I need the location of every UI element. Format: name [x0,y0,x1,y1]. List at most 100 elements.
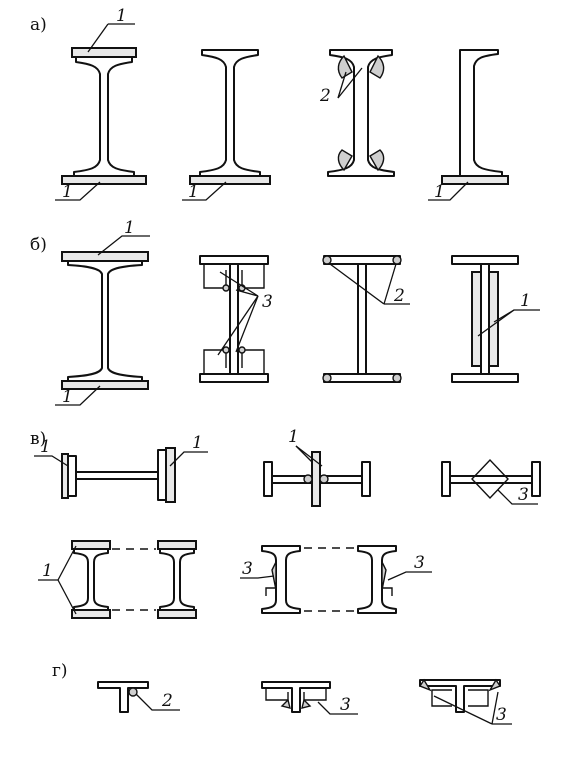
g3-tee-channels: 3 [418,678,512,725]
v1-left-flange [67,455,77,497]
g1-tee [97,681,149,713]
v1-web [75,471,159,480]
a2-ibeam [199,49,261,177]
b3-leader-2 [383,263,397,305]
a3-weld-tl [337,54,353,79]
b1-label-top: 1 [124,218,135,238]
v4-top-plate-right [157,540,197,550]
b3-label: 2 [393,286,405,306]
section-label-a: а) [30,15,47,35]
v1-label-right: 1 [192,433,203,453]
g3-channel-left [431,689,452,707]
b4-leader-2 [493,309,540,323]
a2-ibeam-bottom-plate: 1 [182,49,271,202]
b2-leader-4 [217,295,259,356]
a4-channel-profile [459,49,503,177]
b4-top-flange [451,255,519,265]
v3-leader [497,489,538,505]
b2-weld-1 [222,284,230,292]
v1-leader-right [169,451,208,467]
g2-weld-right [301,698,312,709]
b3-weld-br [392,373,402,383]
g3-channel-right [468,689,489,707]
a4-channel: 1 [428,49,509,202]
v2-weld-right [319,474,329,484]
a1-ibeam [73,56,135,177]
v3-web [449,475,533,484]
b2-leader-2 [235,289,259,297]
b1-leader-bottom [55,385,101,406]
v5-ibeam-left [261,545,301,614]
v4-bot-plate-left [71,609,111,619]
v3-label: 3 [518,485,529,505]
b2-leader-3 [235,295,259,353]
g3-leader-1 [433,695,493,725]
g2-angle-left [265,688,289,701]
v5-label-left: 3 [242,559,253,579]
a3-leader-2 [337,67,363,99]
a3-ibeam-welded: 2 [319,49,395,177]
b2-angle-tl [203,264,227,289]
b3-leader-1 [329,263,385,305]
v4-ibeam-left [73,548,109,611]
b2-angle-br [241,349,265,374]
g3-weld-left [418,678,432,692]
v5-leader-left [240,575,275,579]
b4-bottom-flange [451,373,519,383]
a1-ibeam-reinforced: 1 1 [55,6,147,202]
b3-bottom-flange [323,373,401,383]
g1-leader [135,693,180,711]
b2-top-flange [199,255,269,265]
v3-left-flange [441,461,451,497]
b2-label: 3 [262,292,273,312]
a3-weld-bl [337,149,353,172]
v5-leader-right [387,571,432,581]
v5-ibeam-right [357,545,397,614]
a1-bottom-plate [61,175,147,185]
v4-bot-plate-right [157,609,197,619]
v5-angle-right [382,587,393,596]
v2-web-plate [311,451,321,507]
a1-label-top: 1 [116,6,127,26]
a4-bottom-plate [441,175,509,185]
a3-weld-br [369,149,385,172]
g3-label: 3 [496,705,507,725]
v4-ibeam-right [159,548,195,611]
v1-plate-left [61,453,69,499]
b3-weld-tr [392,255,402,265]
v4-two-ibeams-plates: 1 [38,540,197,619]
g2-tee [261,681,331,713]
a3-label: 2 [319,86,331,106]
v2-weld-left [303,474,313,484]
a1-leader-top [87,23,109,53]
v5-angle-left [265,587,276,596]
section-label-v: в) [30,429,46,449]
b4-plate-right [488,271,499,367]
b4-web-plates: 1 [451,255,540,383]
b4-plate-left [471,271,482,367]
v4-leader-2 [57,579,77,615]
b3-weld-tl [322,255,332,265]
g1-label: 2 [161,691,173,711]
v2-leader-2 [295,445,323,467]
g2-label: 3 [340,695,351,715]
a1-label-bottom: 1 [62,182,73,202]
g3-tee [419,679,501,713]
b3-plate-ibeam: 2 [322,255,410,383]
b2-weld-4 [238,346,246,354]
a1-leader-bottom [55,181,101,201]
v3-diamond [471,458,509,500]
v4-top-plate-left [71,540,111,550]
v3-horizontal-ibeam-lattice: 3 [441,458,541,505]
b2-weld-3 [222,346,230,354]
g2-weld-left [280,698,291,709]
v1-leader-left [34,455,69,467]
v3-right-flange [531,461,541,497]
v4-leader-1 [57,545,77,581]
v2-label: 1 [288,427,299,447]
b1-top-plate [61,251,149,262]
g2-tee-angles: 3 [261,681,358,715]
b4-web [480,263,490,375]
v1-plate-right [165,447,176,503]
section-label-b: б) [30,235,47,255]
